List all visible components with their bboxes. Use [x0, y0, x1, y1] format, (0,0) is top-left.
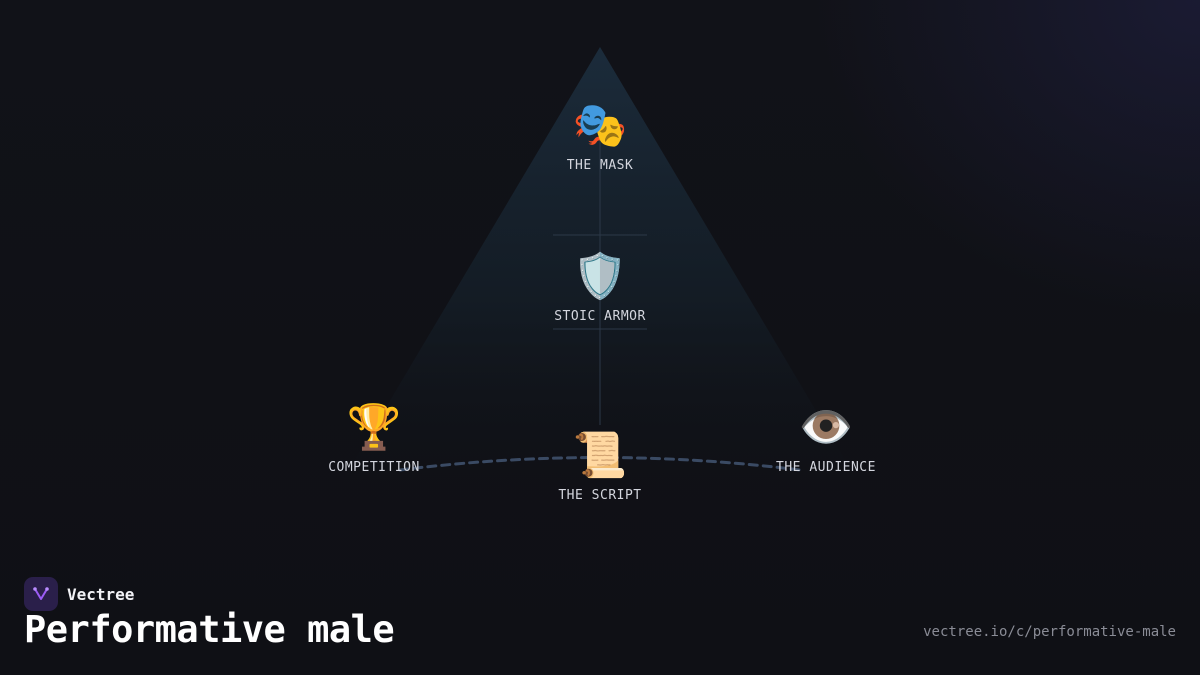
- scroll-icon: 📜: [572, 430, 628, 481]
- node-label-competition: COMPETITION: [328, 460, 420, 475]
- brand-name: Vectree: [67, 584, 135, 604]
- connection-arc: [398, 456, 802, 472]
- node-label-the-mask: THE MASK: [566, 158, 634, 173]
- node-competition: 🏆 COMPETITION: [284, 402, 464, 475]
- node-label-stoic-armor: STOIC ARMOR: [554, 309, 646, 324]
- node-label-the-script: THE SCRIPT: [558, 488, 642, 503]
- node-label-the-audience: THE AUDIENCE: [776, 460, 876, 475]
- theater-masks-icon: 🎭: [572, 100, 628, 151]
- brand[interactable]: Vectree: [24, 577, 134, 611]
- trophy-icon: 🏆: [346, 402, 402, 453]
- node-the-script: 📜 THE SCRIPT: [510, 430, 690, 503]
- node-stoic-armor: 🛡️ STOIC ARMOR: [510, 251, 690, 324]
- page-title: Performative male: [24, 608, 395, 651]
- node-the-audience: 👁️ THE AUDIENCE: [736, 402, 916, 475]
- vectree-logo-icon: [24, 577, 58, 611]
- shield-icon: 🛡️: [572, 251, 628, 302]
- eye-icon: 👁️: [798, 402, 854, 453]
- page-url[interactable]: vectree.io/c/performative-male: [923, 624, 1176, 640]
- node-the-mask: 🎭 THE MASK: [510, 100, 690, 173]
